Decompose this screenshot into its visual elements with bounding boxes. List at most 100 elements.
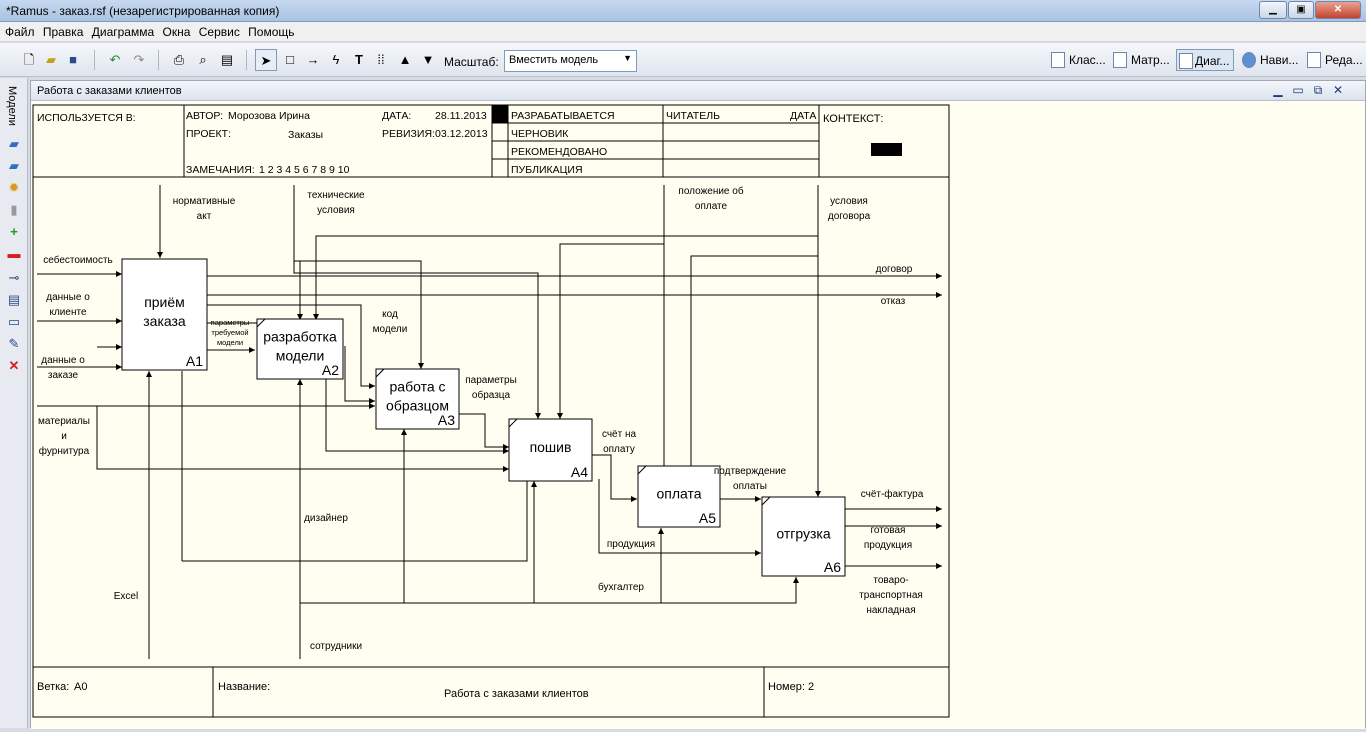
window-icon[interactable]: ▤: [7, 292, 21, 307]
flow-label-invoice_final: счёт-фактура: [861, 488, 924, 500]
doc-close-icon[interactable]: ✕: [1332, 83, 1344, 97]
flow-label-model_params: модели: [217, 338, 243, 347]
flow-labels: нормативныеакттехническиеусловияположени…: [38, 185, 924, 652]
activity-number: А1: [186, 353, 203, 369]
settings-gear-icon[interactable]: ✹: [8, 180, 20, 195]
page-setup-icon[interactable]: ▤: [220, 52, 234, 67]
arrow-tool-icon[interactable]: →: [306, 52, 320, 67]
pin-icon[interactable]: ⊸: [8, 270, 20, 285]
tab-matrix[interactable]: Матр...: [1113, 49, 1170, 71]
trash-icon[interactable]: ▮: [10, 202, 18, 217]
minimize-button[interactable]: ▁: [1259, 1, 1287, 19]
footer-texts: Ветка: А0 Название: Работа с заказами кл…: [37, 681, 814, 700]
chevron-down-icon: ▼: [623, 53, 632, 63]
edit-icon[interactable]: ✎: [8, 336, 20, 351]
print-icon[interactable]: ⎙: [173, 52, 185, 67]
author-label: АВТОР:: [186, 110, 223, 122]
activity-number: А3: [438, 412, 455, 428]
flow-label-excel: Excel: [114, 591, 138, 602]
grid-tool-icon[interactable]: ⁞⁞: [377, 52, 385, 67]
delete-icon[interactable]: ✕: [8, 358, 20, 373]
menu-edit[interactable]: Правка: [42, 25, 84, 39]
flow-label-waybill: накладная: [866, 605, 915, 616]
activity-name: заказа: [143, 313, 186, 329]
go-down-icon[interactable]: ▼: [421, 52, 435, 67]
arrow-materials-a4: [96, 406, 509, 472]
text-tool-icon[interactable]: T: [355, 52, 363, 67]
name-value: Работа с заказами клиентов: [444, 688, 589, 700]
go-up-icon[interactable]: ▲: [398, 52, 412, 67]
arrow-staff-a4: [300, 481, 537, 604]
menu-service[interactable]: Сервис: [198, 25, 240, 39]
frame-icon[interactable]: ▭: [7, 314, 21, 329]
activity-name: отгрузка: [776, 526, 830, 542]
classes-icon: [1051, 52, 1065, 68]
remove-icon[interactable]: ▬: [7, 246, 21, 261]
arrow-lines: [37, 185, 942, 659]
new-model-icon[interactable]: ▰: [9, 136, 19, 151]
flow-label-sample_params: параметры: [465, 375, 517, 386]
menu-help[interactable]: Помощь: [248, 25, 295, 39]
tab-navigator[interactable]: Нави...: [1242, 49, 1298, 71]
tab-classes[interactable]: Клас...: [1051, 49, 1106, 71]
flow-label-invoice_pay: оплату: [603, 444, 635, 455]
box-tool-icon[interactable]: □: [286, 52, 294, 67]
arrow-sample-params: [459, 413, 509, 450]
header-grid: [183, 105, 820, 177]
undo-icon[interactable]: ↶: [109, 52, 121, 67]
models-panel-tab[interactable]: Модели: [6, 86, 18, 126]
menu-bar: Файл Правка Диаграмма Окна Сервис Помощь: [0, 22, 1366, 42]
flow-label-invoice_pay: счёт на: [602, 429, 637, 440]
flow-label-normative: акт: [197, 211, 212, 222]
doc-minimize-icon[interactable]: ▁: [1273, 83, 1283, 97]
new-file-icon[interactable]: 🗋: [23, 52, 35, 67]
activity-name: модели: [276, 348, 325, 364]
reader-label: ЧИТАТЕЛЬ: [666, 110, 720, 122]
squiggle-tool-icon[interactable]: ϟ: [332, 52, 340, 67]
save-icon[interactable]: ■: [69, 52, 77, 67]
matrix-icon: [1113, 52, 1127, 68]
flow-label-accountant: бухгалтер: [598, 581, 644, 593]
flow-label-staff: сотрудники: [310, 641, 362, 652]
open-model-icon[interactable]: ▰: [9, 158, 19, 173]
doc-maximize-icon[interactable]: ▭: [1292, 83, 1304, 97]
status-working: РАЗРАБАТЫВАЕТСЯ: [511, 110, 615, 122]
number-value: 2: [808, 681, 814, 693]
scale-value: Вместить модель: [509, 54, 599, 66]
activity-number: А6: [824, 559, 841, 575]
editor-icon: [1307, 52, 1321, 68]
tab-editor[interactable]: Реда...: [1307, 49, 1363, 71]
open-folder-icon[interactable]: ▰: [46, 52, 56, 67]
activity-name: оплата: [656, 486, 701, 502]
diagram-canvas[interactable]: ИСПОЛЬЗУЕТСЯ В: АВТОР: Морозова Ирина ПР…: [31, 101, 1365, 729]
menu-file[interactable]: Файл: [5, 25, 35, 39]
flow-label-tech: технические: [307, 190, 365, 201]
maximize-button[interactable]: ▣: [1288, 1, 1314, 19]
header-texts: ИСПОЛЬЗУЕТСЯ В: АВТОР: Морозова Ирина ПР…: [37, 110, 883, 176]
arrow-contract-a2: [313, 235, 818, 320]
close-button[interactable]: ✕: [1315, 1, 1361, 19]
menu-windows[interactable]: Окна: [162, 25, 191, 39]
menu-diagram[interactable]: Диаграмма: [91, 25, 155, 39]
used-in-label: ИСПОЛЬЗУЕТСЯ В:: [37, 112, 136, 124]
flow-label-materials: и: [61, 431, 67, 442]
context-thumbnail: [871, 143, 902, 156]
status-recommended: РЕКОМЕНДОВАНО: [511, 146, 607, 158]
doc-restore-icon[interactable]: ⧉: [1313, 83, 1323, 97]
print-preview-icon[interactable]: ⌕: [199, 52, 207, 67]
project-label: ПРОЕКТ:: [186, 128, 231, 140]
scale-select[interactable]: Вместить модель ▼: [504, 50, 637, 72]
add-icon[interactable]: +: [10, 224, 18, 239]
diagram-window-title: Работа с заказами клиентов: [37, 85, 182, 97]
redo-icon[interactable]: ↷: [133, 52, 145, 67]
flow-label-pay_confirm: подтверждение: [714, 466, 787, 477]
tab-diagram[interactable]: Диаг...: [1176, 49, 1235, 71]
pointer-tool-icon[interactable]: ➤: [255, 49, 277, 71]
notes-label: ЗАМЕЧАНИЯ:: [186, 164, 255, 176]
